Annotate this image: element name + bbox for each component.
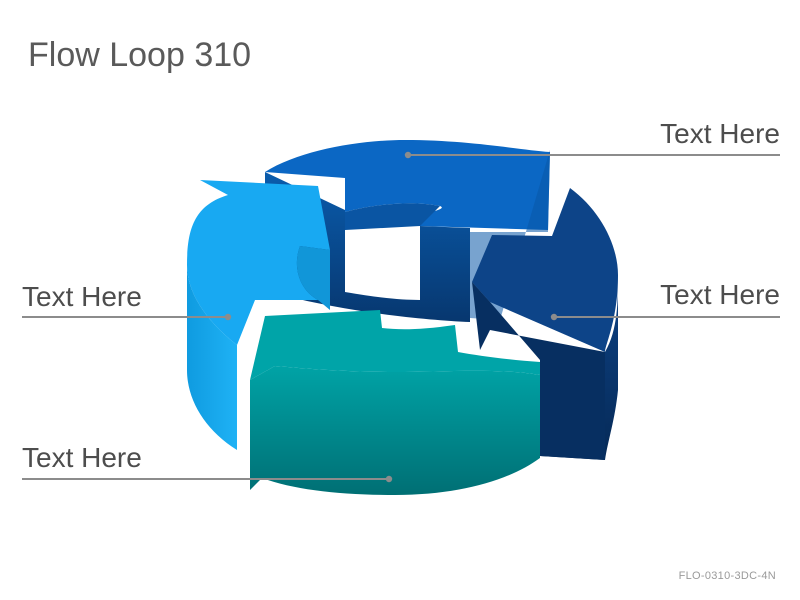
segment-right-front [472,282,605,460]
label-right: Text Here [660,279,780,310]
segment-left-inner [296,246,330,310]
segment-left-face [187,180,330,345]
slide-title: Flow Loop 310 [28,36,252,74]
leader-dot-left [224,313,232,321]
segment-top-face [265,140,550,230]
leader-dot-bottom [385,475,393,483]
segment-right-arrow [472,188,618,460]
segment-right-face [472,188,618,352]
leader-lines [22,151,780,483]
leader-dot-top [404,151,412,159]
label-top: Text Here [660,118,780,149]
leader-dot-right [550,313,558,321]
segment-left-side [187,265,237,450]
segment-left-arrow [187,180,330,450]
slide-code: FLO-0310-3DC-4N [678,570,776,582]
label-bottom: Text Here [22,442,142,473]
segment-front-body [250,366,540,495]
segment-front-face [250,310,540,380]
segment-front-arrow [250,310,540,495]
segment-top-inner [345,203,440,230]
label-left: Text Here [22,281,142,312]
